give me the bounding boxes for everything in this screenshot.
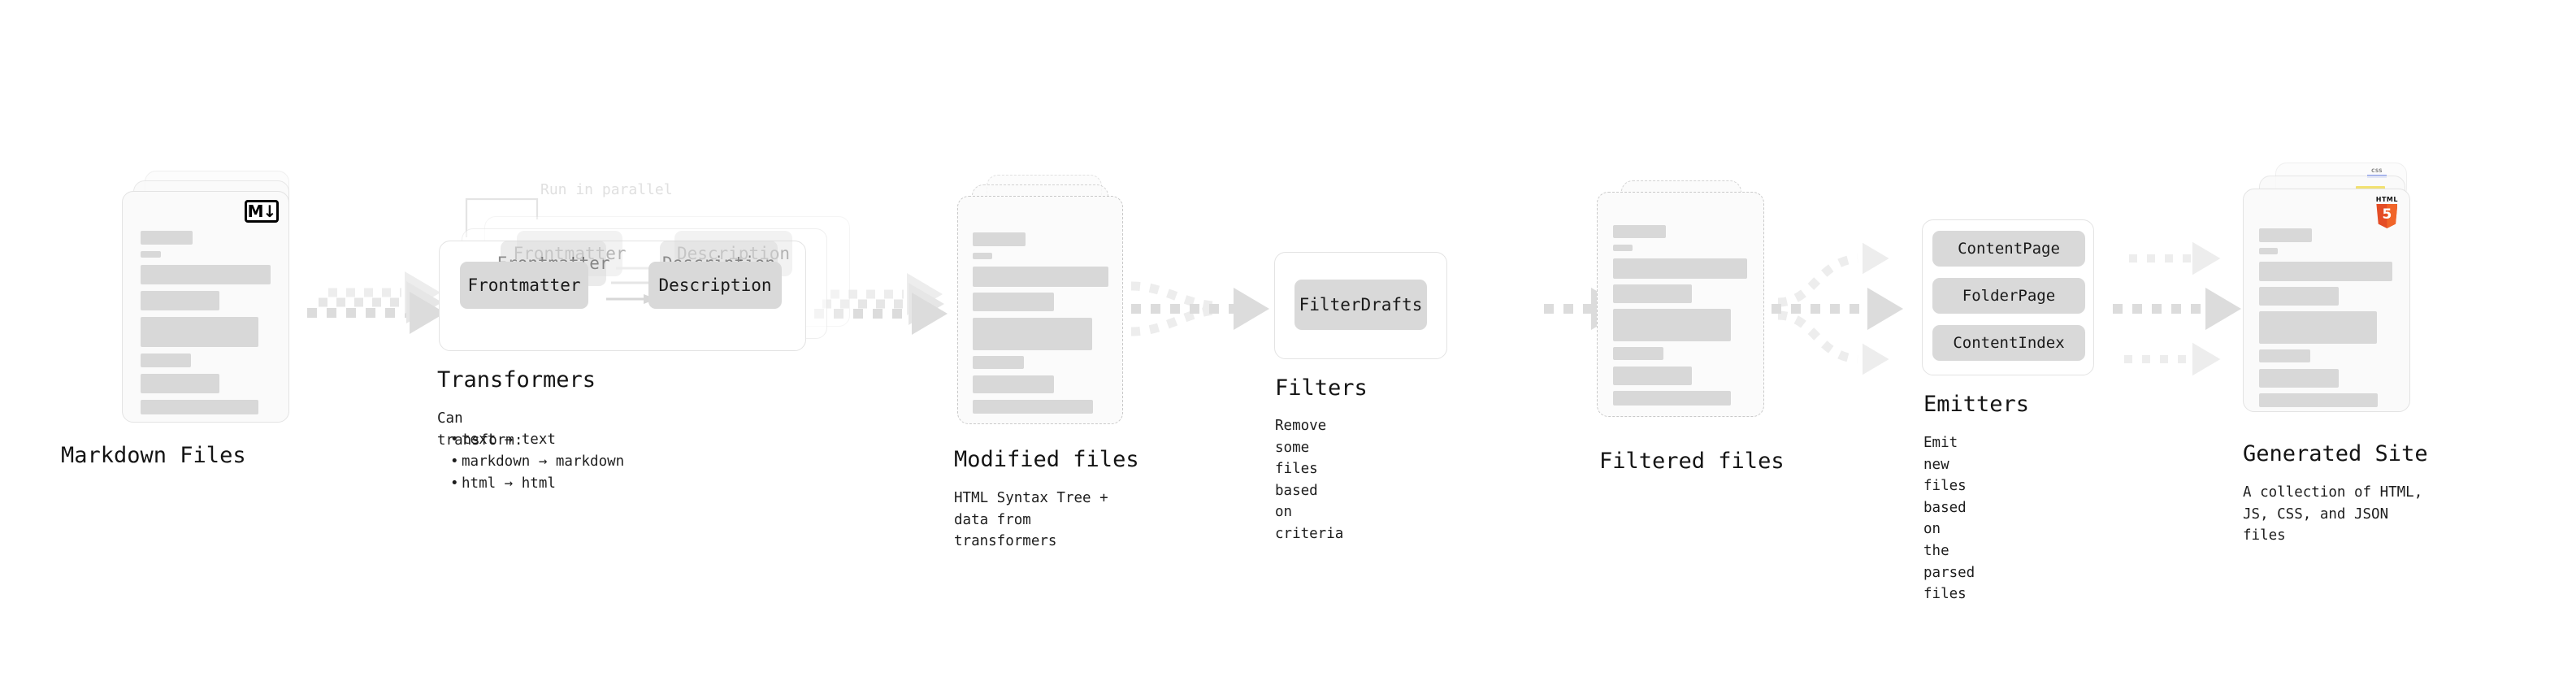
stage-title-transformers: Transformers <box>437 367 596 393</box>
skeleton-line <box>1613 347 1663 360</box>
bullet-item: markdown → markdown <box>450 451 624 473</box>
chip-contentindex[interactable]: ContentIndex <box>1932 325 2085 361</box>
stage-title-markdown-files: Markdown Files <box>61 443 246 468</box>
css-badge-label: CSS <box>2371 168 2383 174</box>
chip-frontmatter[interactable]: Frontmatter <box>460 262 588 309</box>
arrow-modified-to-filters <box>1130 281 1269 336</box>
stage-title-modified-files: Modified files <box>954 447 1139 472</box>
stage-modified-files: Modified files HTML Syntax Tree + data f… <box>954 175 1139 549</box>
skeleton-line <box>973 318 1092 350</box>
markdown-card-front: M↓ <box>122 191 289 423</box>
html5-badge-number: 5 <box>2382 206 2392 223</box>
skeleton-line <box>1613 225 1666 238</box>
stage-title-generated-site: Generated Site <box>2243 441 2428 466</box>
skeleton-line <box>973 400 1093 414</box>
chip-folderpage[interactable]: FolderPage <box>1932 278 2085 314</box>
skeleton-line <box>141 291 219 310</box>
skeleton-line <box>141 374 219 393</box>
skeleton-line <box>2259 287 2339 306</box>
skeleton-line <box>1613 258 1747 279</box>
skeleton-line <box>1613 245 1633 251</box>
generated-card-front: HTML 5 <box>2243 189 2410 412</box>
skeleton-line <box>973 232 1026 246</box>
stage-generated-site: CSS HTML 5 <box>2243 163 2430 544</box>
skeleton-line <box>973 356 1024 369</box>
stage-desc-generated-site: A collection of HTML, JS, CSS, and JSON … <box>2243 484 2423 544</box>
transformers-bullets: text → text markdown → markdown html → h… <box>450 429 624 496</box>
stage-desc-emitters: Emit new files based on the parsed files <box>1923 435 1975 603</box>
arrow-filtered-to-emitters <box>1772 242 1903 375</box>
stage-filtered-files: Filtered files <box>1597 180 1785 474</box>
skeleton-line <box>1613 284 1692 303</box>
skeleton-line <box>141 400 258 414</box>
skeleton-line <box>973 375 1054 393</box>
skeleton-line <box>2259 369 2339 388</box>
arrow-markdown-to-transformers <box>307 271 445 334</box>
skeleton-line <box>973 267 1108 287</box>
modified-card-stack <box>957 175 1136 435</box>
stage-desc-filters: Remove some files based on criteria <box>1275 418 1344 542</box>
skeleton-line <box>1613 309 1731 341</box>
skeleton-line <box>141 231 193 245</box>
bullet-item: text → text <box>450 429 624 451</box>
skeleton-line <box>2259 228 2312 242</box>
stage-desc-modified-files: HTML Syntax Tree + data from transformer… <box>954 490 1108 550</box>
skeleton-line <box>141 354 191 367</box>
generated-card-stack: CSS HTML 5 <box>2243 163 2430 423</box>
arrow-emitters-to-site <box>2113 241 2241 376</box>
skeleton-line <box>2259 311 2377 344</box>
skeleton-line <box>973 253 992 259</box>
skeleton-line <box>2259 393 2378 407</box>
modified-card-front <box>957 196 1123 424</box>
skeleton-line <box>141 251 161 258</box>
chip-contentpage[interactable]: ContentPage <box>1932 231 2085 267</box>
chip-description[interactable]: Description <box>648 262 782 309</box>
stage-title-filtered-files: Filtered files <box>1599 449 1785 474</box>
skeleton-line <box>2259 349 2310 362</box>
skeleton-line <box>1613 367 1692 385</box>
bullet-item: html → html <box>450 473 624 495</box>
run-in-parallel-label: Run in parallel <box>540 181 673 198</box>
html5-badge-label: HTML <box>2375 196 2398 203</box>
skeleton-line <box>1613 391 1731 406</box>
chip-filterdrafts[interactable]: FilterDrafts <box>1295 280 1427 330</box>
skeleton-line <box>141 317 258 347</box>
skeleton-line <box>2259 248 2278 254</box>
html5-badge-icon: HTML 5 <box>2376 197 2398 228</box>
stage-markdown-files: M↓ Markdown Files <box>61 171 309 468</box>
skeleton-line <box>973 293 1054 311</box>
html5-badge-shield: 5 <box>2376 204 2398 228</box>
filtered-card-front <box>1597 192 1764 417</box>
stage-title-emitters: Emitters <box>1923 392 2030 417</box>
markdown-card-stack: M↓ <box>122 171 309 423</box>
skeleton-line <box>141 265 271 284</box>
filtered-card-stack <box>1597 180 1776 434</box>
stage-title-filters: Filters <box>1275 375 1368 401</box>
markdown-badge-icon: M↓ <box>245 200 279 223</box>
skeleton-line <box>2259 262 2392 281</box>
